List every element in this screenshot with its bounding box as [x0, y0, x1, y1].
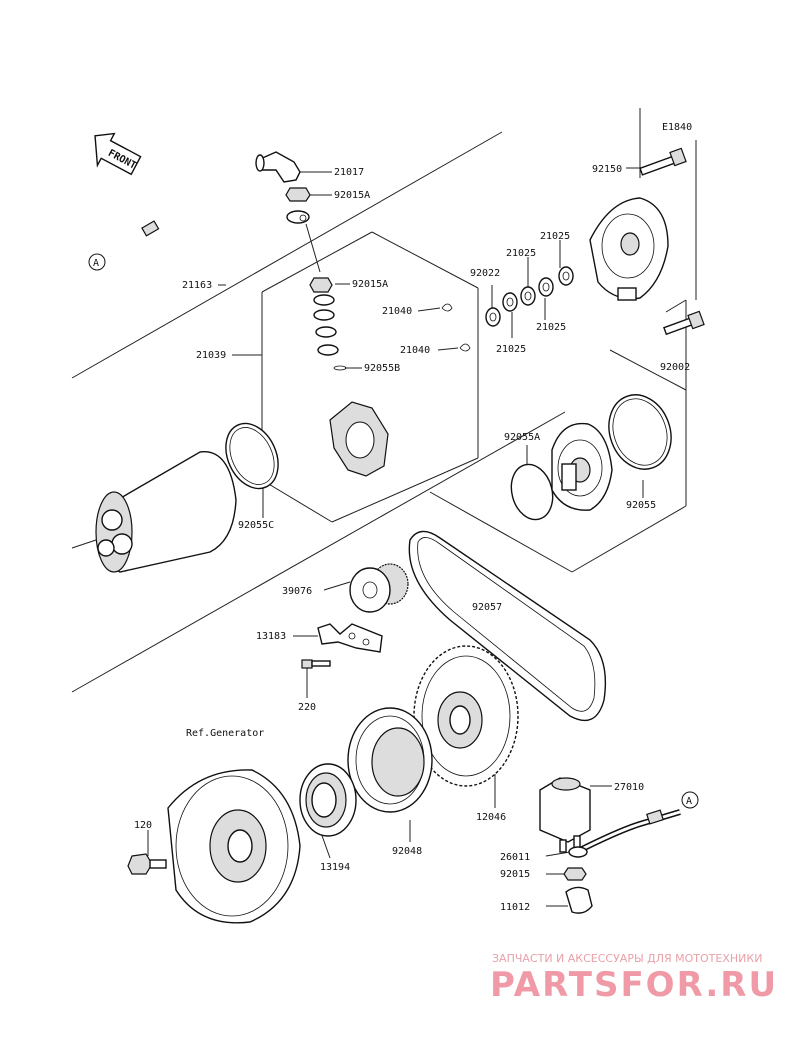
connector-marker-bottom-label: A — [686, 796, 692, 807]
o-ring-92055 — [608, 394, 672, 470]
label-21025-a: 21025 — [506, 248, 536, 259]
label-21163: 21163 — [182, 280, 212, 291]
label-92015: 92015 — [500, 869, 530, 880]
label-13183: 13183 — [256, 631, 286, 642]
label-21025-d: 21025 — [496, 344, 526, 355]
label-92055B: 92055B — [364, 363, 400, 374]
o-ring-92055A — [510, 463, 554, 521]
starter-cable — [109, 206, 321, 273]
label-26011: 26011 — [500, 852, 530, 863]
label-92015A-top: 92015A — [334, 190, 370, 201]
label-220: 220 — [298, 702, 316, 713]
label-21025-b: 21025 — [540, 231, 570, 242]
screw-220 — [301, 659, 331, 669]
label-27010: 27010 — [614, 782, 644, 793]
connector-marker-top: A — [88, 253, 106, 271]
label-39076: 39076 — [282, 586, 312, 597]
ref-generator-label: Ref.Generator — [186, 728, 264, 739]
label-21040-b: 21040 — [400, 345, 430, 356]
label-21025-c: 21025 — [536, 322, 566, 333]
label-120: 120 — [134, 820, 152, 831]
brush-holder-stack — [309, 277, 389, 477]
label-21017: 21017 — [334, 167, 364, 178]
nut-92015 — [563, 867, 587, 881]
label-92057: 92057 — [472, 602, 502, 613]
boundary-lines — [71, 108, 697, 693]
leader-lines — [147, 167, 650, 907]
starter-motor-body — [71, 451, 237, 573]
bolt-92150-bottom — [663, 310, 705, 336]
label-21040-a: 21040 — [382, 306, 412, 317]
relay-cable — [568, 809, 681, 858]
generator-rotor — [167, 769, 301, 924]
bracket-13183 — [317, 623, 383, 653]
connector-marker-bottom: A — [681, 791, 699, 809]
label-21039: 21039 — [196, 350, 226, 361]
label-92048: 92048 — [392, 846, 422, 857]
watermark-tagline: ЗАПЧАСТИ И АКСЕССУАРЫ ДЛЯ МОТОТЕХНИКИ — [492, 952, 762, 965]
label-11012: 11012 — [500, 902, 530, 913]
terminal-cap-21017 — [255, 151, 301, 183]
label-92055: 92055 — [626, 500, 656, 511]
starter-chain — [408, 530, 607, 722]
brush-spring-21040-b — [459, 343, 471, 352]
starter-relay-27010 — [539, 777, 591, 853]
front-direction-arrow: FRONT — [94, 132, 142, 176]
connector-marker-top-label: A — [93, 258, 99, 269]
label-12046: 12046 — [476, 812, 506, 823]
label-92055C: 92055C — [238, 520, 274, 531]
brush-spring-21040-a — [441, 303, 453, 312]
starter-clutch-92048 — [347, 707, 433, 813]
label-92015A-mid: 92015A — [352, 279, 388, 290]
diagram-code: E1840 — [662, 122, 692, 133]
reduction-housing — [551, 422, 613, 511]
label-92002: 92002 — [660, 362, 690, 373]
part-labels: 21017 92015A 21163 92015A 21039 21040 21… — [134, 164, 690, 913]
o-ring-92055C — [225, 422, 279, 490]
idler-gear-39076 — [349, 563, 409, 613]
label-13194: 13194 — [320, 862, 350, 873]
washer-stack — [485, 266, 574, 327]
bolt-120 — [127, 853, 167, 875]
terminal-cover-11012 — [565, 886, 593, 914]
watermark-logo: PARTSFOR.RU — [490, 965, 778, 1005]
nut-92015A-top — [285, 187, 311, 202]
starter-end-cover — [589, 197, 669, 301]
label-92022: 92022 — [470, 268, 500, 279]
label-92055A: 92055A — [504, 432, 540, 443]
bolt-92150-top — [639, 147, 687, 176]
label-92150: 92150 — [592, 164, 622, 175]
starter-sprocket-12046 — [413, 645, 519, 787]
one-way-clutch-13194 — [299, 763, 357, 837]
